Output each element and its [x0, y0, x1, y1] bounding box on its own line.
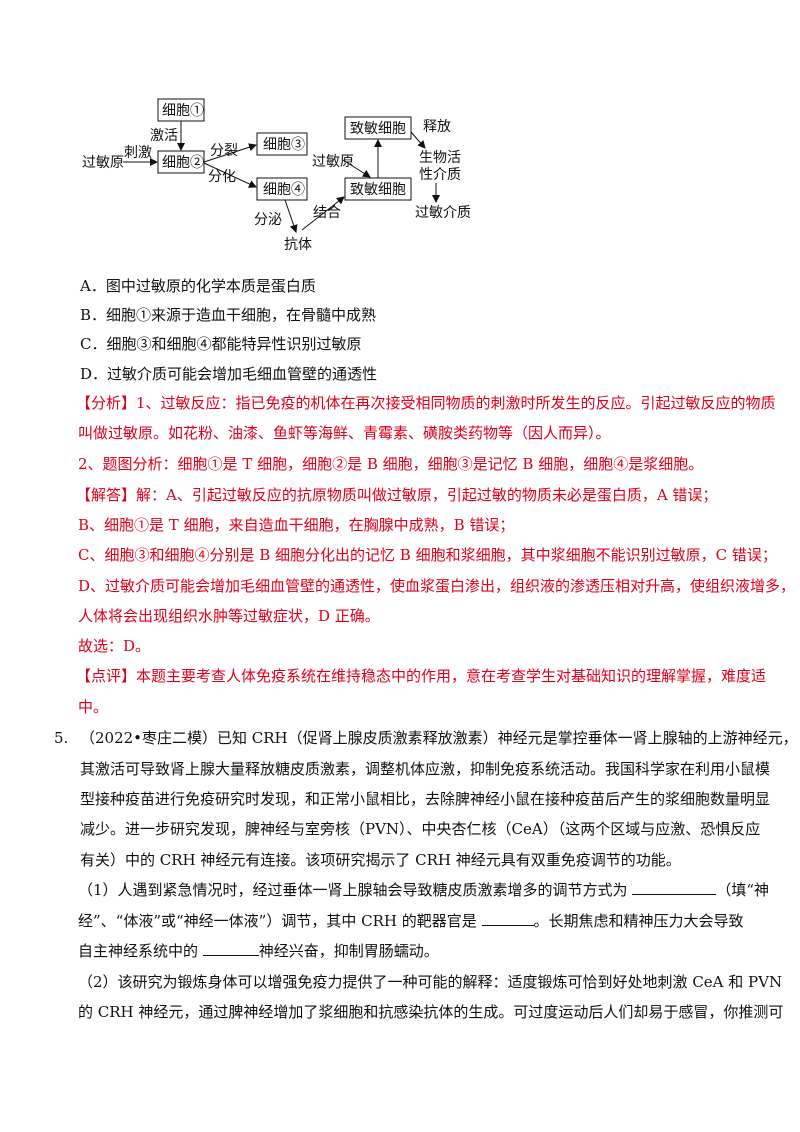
comment-line-2: 中。 — [78, 698, 109, 716]
answer-line-3: C、细胞③和细胞④分别是 B 细胞分化出的记忆 B 细胞和浆细胞，其中浆细胞不能… — [78, 546, 777, 564]
divide-label: 分裂 — [210, 143, 238, 159]
arrow-antibody-to-sensitized — [301, 196, 345, 231]
bio-active-label-2: 性介质 — [419, 167, 461, 183]
q5-line-2: 其激活可导致肾上腺大量释放糖皮质激素，调整机体应激，抑制免疫系统活动。我国科学家… — [80, 760, 771, 778]
answer-blank-regulation[interactable] — [632, 880, 717, 895]
option-a: A．图中过敏原的化学本质是蛋白质 — [80, 277, 316, 295]
arrow-sensitized-to-release — [410, 131, 426, 149]
answer-line-1: 【解答】解：A、引起过敏反应的抗原物质叫做过敏原，引起过敏的物质未必是蛋白质，A… — [76, 486, 718, 504]
question-number: 5. — [54, 729, 69, 747]
answer-blank-nerve[interactable] — [202, 941, 259, 956]
option-b: B．细胞①来源于造血干细胞，在骨髓中成熟 — [80, 306, 377, 324]
answer-blank-target-organ[interactable] — [481, 911, 534, 926]
analysis-line-3: 2、题图分析：细胞①是 T 细胞，细胞②是 B 细胞，细胞③是记忆 B 细胞，细… — [78, 455, 704, 473]
answer-choice: 故选：D。 — [78, 637, 151, 655]
differentiate-label: 分化 — [208, 169, 236, 185]
antigen-mid-label: 过敏原 — [312, 154, 354, 170]
q5-part1-text-e: 自主神经系统中的 — [78, 942, 203, 960]
q5-line-1: （2022•枣庄二模）已知 CRH（促肾上腺皮质激素释放激素）神经元是掌控垂体一… — [80, 729, 798, 747]
q5-part2-line-1: （2）该研究为锻炼身体可以增强免疫力提供了一种可能的解释：适度锻炼可恰到好处地刺… — [78, 973, 783, 991]
arrow-antigen-to-sensitized — [342, 159, 371, 178]
release-label: 释放 — [423, 119, 451, 135]
q5-part1-line-1: （1）人遇到紧急情况时，经过垂体一肾上腺轴会导致糖皮质激素增多的调节方式为 （填… — [78, 880, 769, 900]
q5-line-3: 型接种疫苗进行免疫研究时发现，和正常小鼠相比，去除脾神经小鼠在接种疫苗后产生的浆… — [80, 790, 771, 808]
box-cell3 — [256, 132, 308, 156]
arrow-cell2-to-cell3 — [203, 143, 257, 163]
cell1-label: 细胞① — [162, 103, 204, 119]
analysis-line-2: 叫做过敏原。如花粉、油漆、鱼虾等海鲜、青霉素、磺胺类药物等（因人而异）。 — [78, 424, 611, 442]
q5-part1-text-b: （填“神 — [716, 881, 769, 899]
box-cell4 — [256, 177, 308, 201]
antigen-left-label: 过敏原 — [82, 155, 124, 171]
q5-line-4: 减少。进一步研究发现，脾神经与室旁核（PVN）、中央杏仁核（CeA）（这两个区域… — [80, 820, 761, 838]
q5-part1-line-3: 自主神经系统中的 神经兴奋，抑制胃肠蠕动。 — [78, 941, 439, 961]
activate-label: 激活 — [150, 127, 178, 144]
q5-part1-line-2: 经”、“体液”或“神经一体液”）调节，其中 CRH 的靶器官是 。长期焦虑和精神… — [78, 911, 744, 931]
secrete-label: 分泌 — [254, 212, 282, 228]
q5-part2-line-2: 的 CRH 神经元，通过脾神经增加了浆细胞和抗感染抗体的生成。可过度运动后人们却… — [78, 1003, 784, 1021]
antibody-label: 抗体 — [284, 237, 312, 253]
sensitized-top-label: 致敏细胞 — [350, 121, 406, 137]
option-d: D．过敏介质可能会增加毛细血管壁的通透性 — [80, 365, 378, 383]
bind-label: 结合 — [313, 205, 341, 221]
q5-part1-text-c: 经”、“体液”或“神经一体液”）调节，其中 CRH 的靶器官是 — [78, 912, 482, 930]
arrow-cell2-to-cell4 — [203, 162, 257, 188]
bio-active-label-1: 生物活 — [419, 150, 461, 166]
option-c: C．细胞③和细胞④都能特异性识别过敏原 — [80, 335, 362, 353]
answer-line-4: D、过敏介质可能会增加毛细血管壁的通透性，使血浆蛋白渗出，组织液的渗透压相对升高… — [78, 577, 796, 595]
cell4-label: 细胞④ — [263, 182, 305, 198]
cell2-label: 细胞② — [162, 155, 204, 171]
q5-part1-text-a: （1）人遇到紧急情况时，经过垂体一肾上腺轴会导致糖皮质激素增多的调节方式为 — [78, 881, 633, 899]
q5-part1-text-d: 。长期焦虑和精神压力大会导致 — [533, 912, 744, 930]
arrow-cell4-to-antibody — [284, 199, 298, 233]
answer-line-2: B、细胞①是 T 细胞，来自造血干细胞，在胸腺中成熟，B 错误； — [78, 516, 515, 534]
cell3-label: 细胞③ — [263, 137, 305, 153]
sensitized-bottom-label: 致敏细胞 — [350, 182, 406, 198]
immune-flow-diagram: 细胞① 细胞② 细胞③ 细胞④ 致敏细胞 致敏细胞 过敏原 刺激 激活 分裂 分… — [82, 98, 471, 253]
analysis-line-1: 【分析】1、过敏反应：指已免疫的机体在再次接受相同物质的刺激时所发生的反应。引起… — [76, 394, 776, 412]
q5-line-5: 有关）中的 CRH 神经元有连接。该项研究揭示了 CRH 神经元具有双重免疫调节… — [80, 851, 681, 869]
comment-line-1: 【点评】本题主要考查人体免疫系统在维持稳态中的作用，意在考查学生对基础知识的理解… — [76, 667, 767, 685]
stimulate-label: 刺激 — [124, 144, 152, 161]
allergic-mediator-label: 过敏介质 — [415, 205, 471, 221]
answer-line-5: 人体将会出现组织水肿等过敏症状，D 正确。 — [78, 607, 380, 625]
q5-part1-text-f: 神经兴奋，抑制胃肠蠕动。 — [258, 942, 439, 960]
